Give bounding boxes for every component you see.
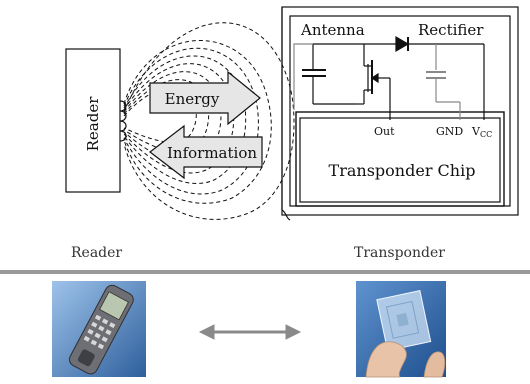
hand-shape [365,341,407,378]
out-label: Out [374,125,395,138]
field-lines [123,22,295,220]
information-label: Information [167,144,257,162]
transponder-photo [356,281,446,378]
gnd-label: GND [436,125,463,138]
transponder-chip-label: Transponder Chip [329,161,476,180]
reader-photo [52,281,146,377]
information-arrow: Information [149,124,263,180]
reader-box-label: Reader [84,96,102,152]
transponder-caption: Transponder [354,245,445,261]
transponder-frame [281,6,519,221]
transponder-tag-icon [376,290,432,352]
energy-label: Energy [165,90,220,108]
handheld-reader-icon [68,284,134,375]
vcc-label: VCC [471,125,492,139]
energy-arrow: Energy [149,70,261,126]
rectifier-label: Rectifier [418,21,484,39]
antenna-label: Antenna [300,21,365,39]
reader-caption: Reader [71,245,123,261]
transponder-circuit [293,35,485,120]
link-arrow [198,324,302,340]
reader-box: Reader [65,48,121,193]
